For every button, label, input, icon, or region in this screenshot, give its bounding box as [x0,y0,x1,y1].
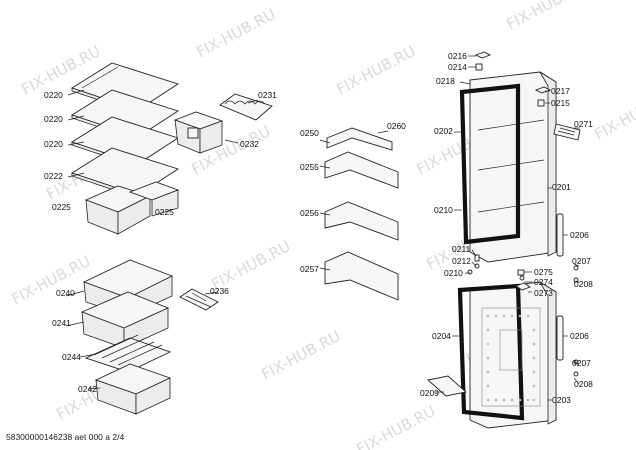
hinge-0215 [537,99,545,107]
callout-0206: 0206 [570,331,589,341]
watermark: FIX-HUB.RU [193,5,278,62]
callout-0210: 0210 [444,268,463,278]
callout-0207: 0207 [572,256,591,266]
freezer-door-inner-pattern [481,307,541,407]
kick-plate-0209 [427,375,467,397]
handle-strip-0271 [553,123,581,141]
watermark: FIX-HUB.RU [8,252,93,309]
drawing-reference-number: 58300000146238 aet 000 a 2/4 [6,432,124,442]
callout-0232: 0232 [240,139,259,149]
bottle-rack [219,93,273,121]
callout-0250: 0250 [300,128,319,138]
callout-0218: 0218 [436,76,455,86]
door-balcony-2 [324,151,399,189]
callout-0255: 0255 [300,162,319,172]
callout-0225: 0225 [155,207,174,217]
callout-0214: 0214 [448,62,467,72]
callout-0202: 0202 [434,126,453,136]
watermark: FIX-HUB.RU [353,402,438,450]
hinge-cap-0217 [534,86,552,94]
callout-0211: 0211 [452,244,471,254]
watermark: FIX-HUB.RU [258,327,343,384]
hinge-0214 [475,63,483,71]
bottom-hinge-parts [467,254,579,377]
crisper-drawer-right [128,181,180,217]
callout-0209: 0209 [420,388,439,398]
door-handle-lower-0206 [556,315,564,361]
callout-0256: 0256 [300,208,319,218]
freezer-door-lower [469,281,557,429]
callout-0201: 0201 [552,182,571,192]
callout-0220: 0220 [44,114,63,124]
door-balcony-4 [324,251,399,301]
callout-0274: 0274 [534,277,553,287]
callout-0225: 0225 [52,202,71,212]
watermark: FIX-HUB.RU [591,87,636,144]
callout-0208: 0208 [574,279,593,289]
callout-0204: 0204 [432,331,451,341]
callout-0241: 0241 [52,318,71,328]
freezer-drawer-bottom [94,363,172,415]
callout-0212: 0212 [452,256,471,266]
callout-0222: 0222 [44,171,63,181]
small-box [173,111,224,154]
ice-tray [179,288,219,311]
callout-0275: 0275 [534,267,553,277]
door-balcony-3 [324,201,399,241]
hinge-cap-0216 [474,51,492,59]
callout-0210: 0210 [434,205,453,215]
callout-0208: 0208 [574,379,593,389]
callout-0207: 0207 [572,358,591,368]
fridge-door-upper [469,71,557,263]
callout-0244: 0244 [62,352,81,362]
callout-0242: 0242 [78,384,97,394]
watermark: FIX-HUB.RU [333,42,418,99]
callout-0273: 0273 [534,288,553,298]
callout-0206: 0206 [570,230,589,240]
callout-0257: 0257 [300,264,319,274]
watermark: FIX-HUB.RU [503,0,588,34]
callout-0220: 0220 [44,139,63,149]
callout-0215: 0215 [551,98,570,108]
lower-door-gasket [457,283,525,421]
callout-0271: 0271 [574,119,593,129]
callout-0231: 0231 [258,90,277,100]
callout-0220: 0220 [44,90,63,100]
upper-door-gasket [459,83,521,245]
callout-0203: 0203 [552,395,571,405]
callout-0216: 0216 [448,51,467,61]
callout-0260: 0260 [387,121,406,131]
freezer-wire-shelf [84,334,172,373]
callout-0240: 0240 [56,288,75,298]
door-handle-upper-0206 [556,213,564,257]
callout-0217: 0217 [551,86,570,96]
callout-0236: 0236 [210,286,229,296]
